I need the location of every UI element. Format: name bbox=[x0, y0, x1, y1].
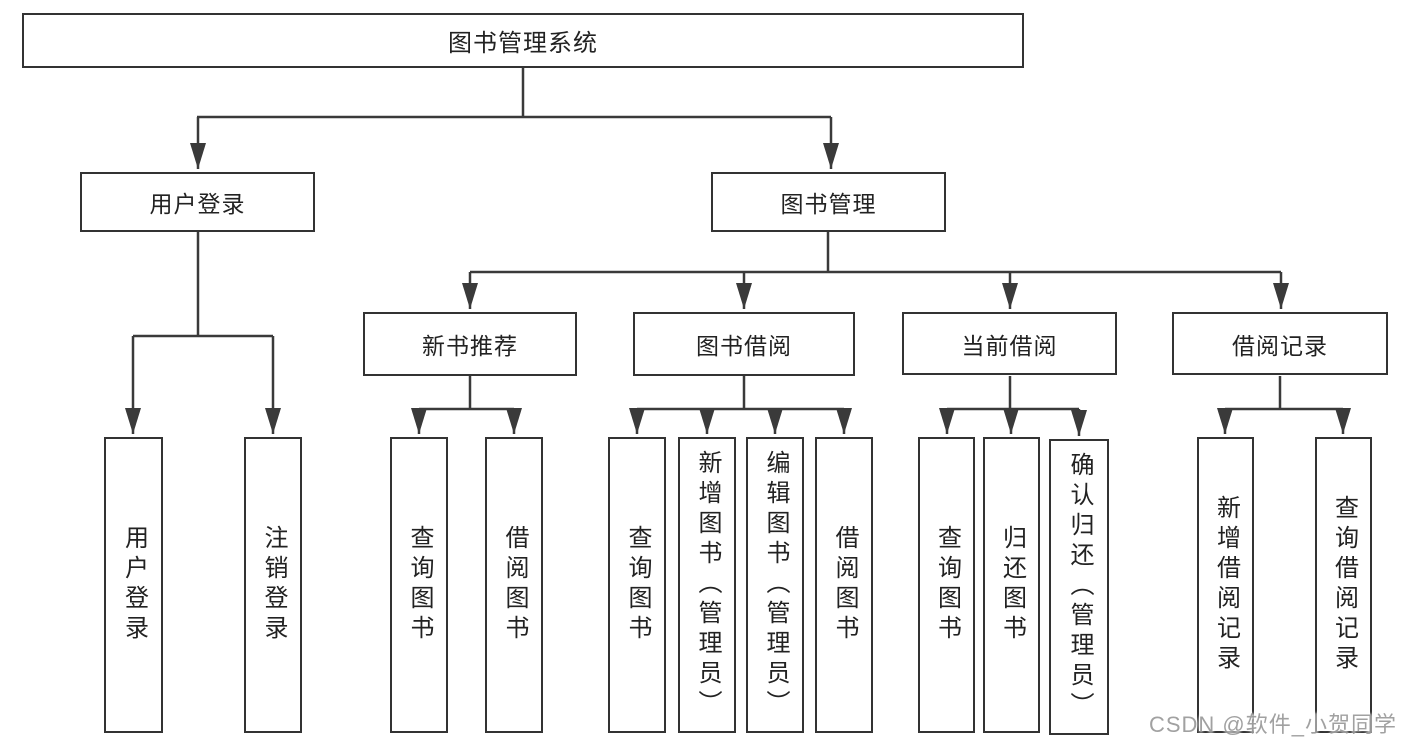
node-user-login: 用户登录 bbox=[80, 172, 315, 232]
leaf-query-book-current: 查询图书 bbox=[918, 437, 975, 733]
node-library-management-system: 图书管理系统 bbox=[22, 13, 1024, 68]
leaf-add-book-admin: 新增图书（管理员） bbox=[678, 437, 736, 733]
csdn-watermark: CSDN @软件_小贺同学 bbox=[1148, 712, 1397, 737]
node-new-book-recommend: 新书推荐 bbox=[363, 312, 577, 376]
leaf-borrow-book-recommend: 借阅图书 bbox=[485, 437, 543, 733]
leaf-edit-book-admin: 编辑图书（管理员） bbox=[746, 437, 804, 733]
leaf-user-login: 用户登录 bbox=[104, 437, 163, 733]
leaf-confirm-return-admin: 确认归还（管理员） bbox=[1049, 439, 1109, 735]
node-book-management: 图书管理 bbox=[711, 172, 946, 232]
leaf-query-book-recommend: 查询图书 bbox=[390, 437, 448, 733]
leaf-query-borrow-record: 查询借阅记录 bbox=[1315, 437, 1372, 733]
node-borrowing-records: 借阅记录 bbox=[1172, 312, 1388, 375]
node-book-borrowing: 图书借阅 bbox=[633, 312, 855, 376]
leaf-logout: 注销登录 bbox=[244, 437, 302, 733]
leaf-borrow-book: 借阅图书 bbox=[815, 437, 873, 733]
leaf-query-book-borrowing: 查询图书 bbox=[608, 437, 666, 733]
leaf-add-borrow-record: 新增借阅记录 bbox=[1197, 437, 1254, 733]
leaf-return-book: 归还图书 bbox=[983, 437, 1040, 733]
node-current-borrowing: 当前借阅 bbox=[902, 312, 1117, 375]
